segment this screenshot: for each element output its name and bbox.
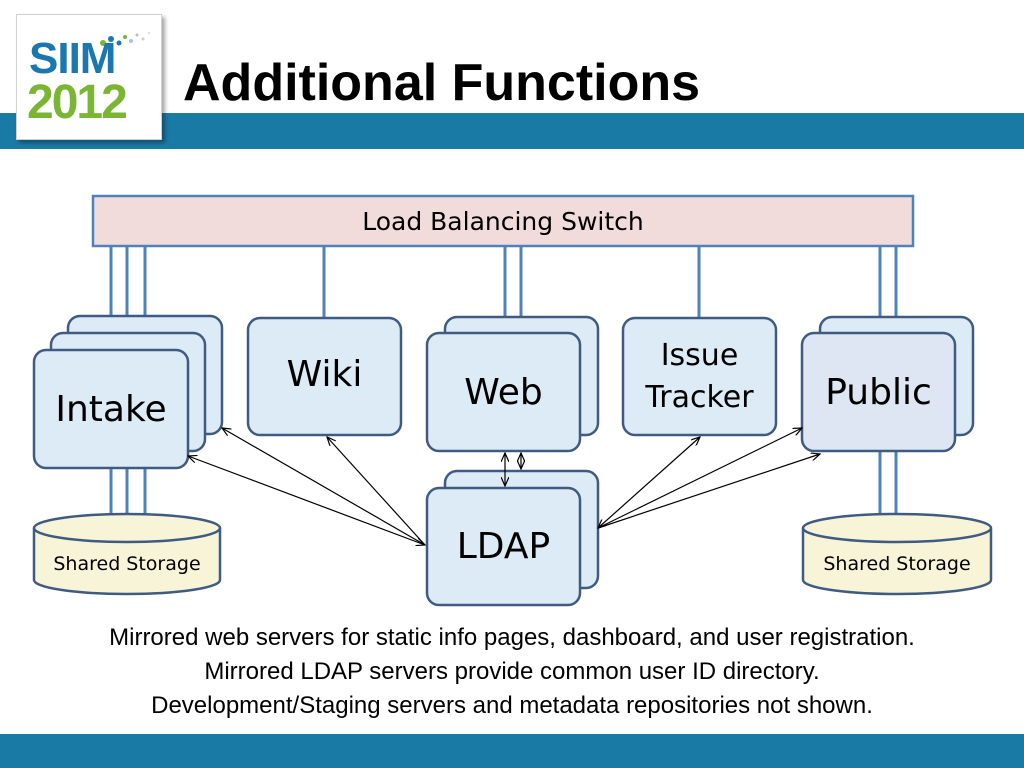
- caption-line-1: Mirrored web servers for static info pag…: [109, 624, 915, 651]
- logo-dots-icon: [100, 31, 151, 46]
- footer-band: [0, 734, 1024, 768]
- public-label: Public: [825, 371, 932, 413]
- shared-storage-right-label: Shared Storage: [823, 553, 971, 575]
- shared-storage-left-label: Shared Storage: [53, 553, 201, 575]
- issue-tracker-label: Issue Tracker: [645, 337, 754, 415]
- intake-label: Intake: [55, 388, 167, 430]
- wiki-label: Wiki: [286, 354, 363, 395]
- shared-storage-left: [32, 512, 222, 596]
- logo-bottom-text: 2012: [27, 76, 128, 129]
- siim-2012-logo: SIIM 2012: [16, 14, 162, 140]
- header-band: [0, 113, 1024, 149]
- web-label: Web: [464, 371, 543, 413]
- ldap-server-stack: [425, 469, 600, 607]
- ldap-label: LDAP: [456, 526, 551, 567]
- load-balancing-switch: [91, 194, 915, 248]
- web-server-stack: [425, 315, 600, 453]
- caption-line-2: Mirrored LDAP servers provide common use…: [204, 658, 820, 685]
- shared-storage-right: [801, 512, 993, 596]
- intake-server-stack: [32, 314, 224, 470]
- caption-line-3: Development/Staging servers and metadata…: [151, 692, 873, 719]
- issue-tracker-server: [621, 316, 778, 437]
- logo-top-text: SIIM: [29, 34, 116, 83]
- wiki-server: [246, 316, 403, 437]
- switch-label: Load Balancing Switch: [362, 206, 644, 236]
- caption: Mirrored web servers for static info pag…: [0, 621, 1024, 723]
- public-server-stack: [800, 315, 975, 453]
- ldap-arrows: [188, 428, 820, 545]
- page-title: Additional Functions: [183, 54, 701, 112]
